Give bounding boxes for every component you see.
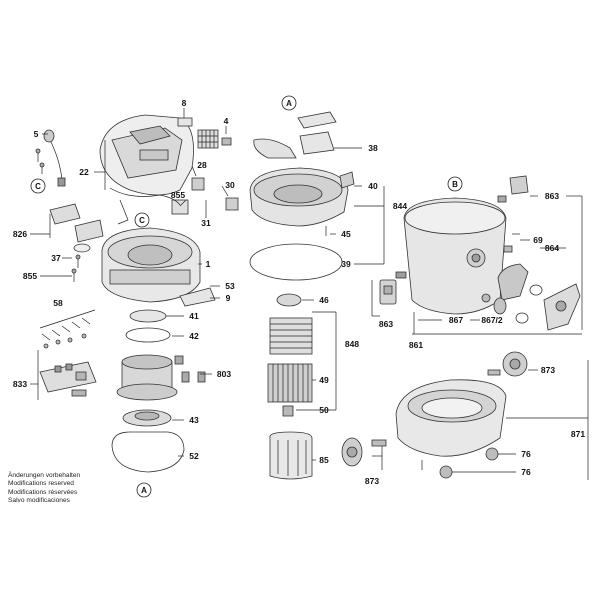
label-38: 38 xyxy=(368,143,378,153)
part-69-clip xyxy=(503,233,520,253)
label-40: 40 xyxy=(368,181,378,191)
part-85-filter-bag xyxy=(269,431,313,480)
label-39: 39 xyxy=(341,259,351,269)
part-30-bracket xyxy=(225,197,239,211)
part-39-seal-ring xyxy=(249,243,343,281)
label-9: 9 xyxy=(226,293,231,303)
label-833: 833 xyxy=(13,379,27,389)
part-4-filter-grid xyxy=(197,129,232,149)
part-844-filter-housing xyxy=(249,167,355,227)
label-863-bottom: 863 xyxy=(379,319,393,329)
label-1: 1 xyxy=(206,259,211,269)
part-49-pleated-filter xyxy=(267,363,313,403)
leader-lines xyxy=(30,108,589,480)
label-867: 867 xyxy=(449,315,463,325)
label-58: 58 xyxy=(53,298,63,308)
svg-text:C: C xyxy=(139,216,145,225)
label-873-left: 873 xyxy=(365,476,379,486)
part-1-motor-head-housing xyxy=(101,227,201,303)
part-863-latch-bottom xyxy=(379,271,407,305)
part-855-screws-box xyxy=(171,199,189,215)
label-855-mid: 855 xyxy=(23,271,37,281)
label-76-lower: 76 xyxy=(521,467,531,477)
ref-circle-c-mid: C xyxy=(134,212,150,228)
label-50: 50 xyxy=(319,405,329,415)
part-52-gasket xyxy=(111,431,185,473)
note-line-fr: Modifications réservées xyxy=(8,488,78,496)
part-864-side-panel xyxy=(497,263,581,331)
label-69: 69 xyxy=(533,235,543,245)
top-cover-part xyxy=(99,114,194,196)
part-28-switch xyxy=(191,177,205,191)
label-5: 5 xyxy=(34,129,39,139)
label-855-top: 855 xyxy=(171,190,185,200)
screws-near-cord xyxy=(35,148,45,174)
label-861: 861 xyxy=(409,340,423,350)
svg-text:C: C xyxy=(35,182,41,191)
label-803: 803 xyxy=(217,369,231,379)
label-43: 43 xyxy=(189,415,199,425)
label-4: 4 xyxy=(224,116,229,126)
ref-circle-c-top: C xyxy=(30,178,46,194)
part-871-chassis xyxy=(395,379,507,457)
part-867-valves xyxy=(493,297,529,324)
part-5-power-cord xyxy=(43,129,66,187)
label-31: 31 xyxy=(201,218,211,228)
part-42-ring xyxy=(125,327,171,343)
label-42: 42 xyxy=(189,331,199,341)
part-826-filter-cleaner xyxy=(49,203,104,253)
part-848-filter-element xyxy=(269,317,313,355)
part-863-latch-top xyxy=(497,175,529,203)
label-37: 37 xyxy=(51,253,61,263)
svg-text:A: A xyxy=(286,99,292,108)
part-8-label-plate xyxy=(177,117,193,127)
cable-harness xyxy=(109,187,181,206)
label-28: 28 xyxy=(197,160,207,170)
part-43-fan-seal xyxy=(122,409,172,427)
ref-circle-a-bottom: A xyxy=(136,482,152,498)
modifications-note: Änderungen vorbehalten Modifications res… xyxy=(8,472,80,506)
label-85: 85 xyxy=(319,455,329,465)
small-screws-37 xyxy=(71,254,81,282)
label-863-top: 863 xyxy=(545,191,559,201)
label-52: 52 xyxy=(189,451,199,461)
part-c-key xyxy=(117,199,129,225)
ref-circle-b-top: B xyxy=(447,176,463,192)
label-8: 8 xyxy=(182,98,187,108)
label-46: 46 xyxy=(319,295,329,305)
label-53: 53 xyxy=(225,281,235,291)
svg-text:A: A xyxy=(141,486,147,495)
label-76-upper: 76 xyxy=(521,449,531,459)
note-line-de: Änderungen vorbehalten xyxy=(8,472,81,479)
label-867-2: 867/2 xyxy=(481,315,503,325)
label-45: 45 xyxy=(341,229,351,239)
label-30: 30 xyxy=(225,180,235,190)
part-50-fixing xyxy=(282,405,294,417)
svg-text:B: B xyxy=(452,180,458,189)
label-848: 848 xyxy=(345,339,359,349)
part-76-castors xyxy=(421,447,499,479)
label-844: 844 xyxy=(393,201,407,211)
part-38-lid-pieces xyxy=(253,111,337,159)
label-826: 826 xyxy=(13,229,27,239)
part-9-seal xyxy=(179,287,216,307)
ref-circle-a-top: A xyxy=(281,95,297,111)
label-22: 22 xyxy=(79,167,89,177)
part-58-terminals xyxy=(39,309,96,349)
part-46-cap xyxy=(276,293,302,307)
note-line-es: Salvo modificaciones xyxy=(8,497,70,505)
note-line-en: Modifications reserved xyxy=(8,480,74,488)
part-861-container xyxy=(403,197,507,315)
label-49: 49 xyxy=(319,375,329,385)
label-41: 41 xyxy=(189,311,199,321)
label-873-right: 873 xyxy=(541,365,555,375)
part-41-gasket xyxy=(129,309,167,323)
part-803-motor xyxy=(116,354,206,401)
label-871: 871 xyxy=(571,429,585,439)
part-833-electronics-module xyxy=(39,361,97,397)
label-864: 864 xyxy=(545,243,559,253)
part-873-wheels xyxy=(341,351,528,467)
